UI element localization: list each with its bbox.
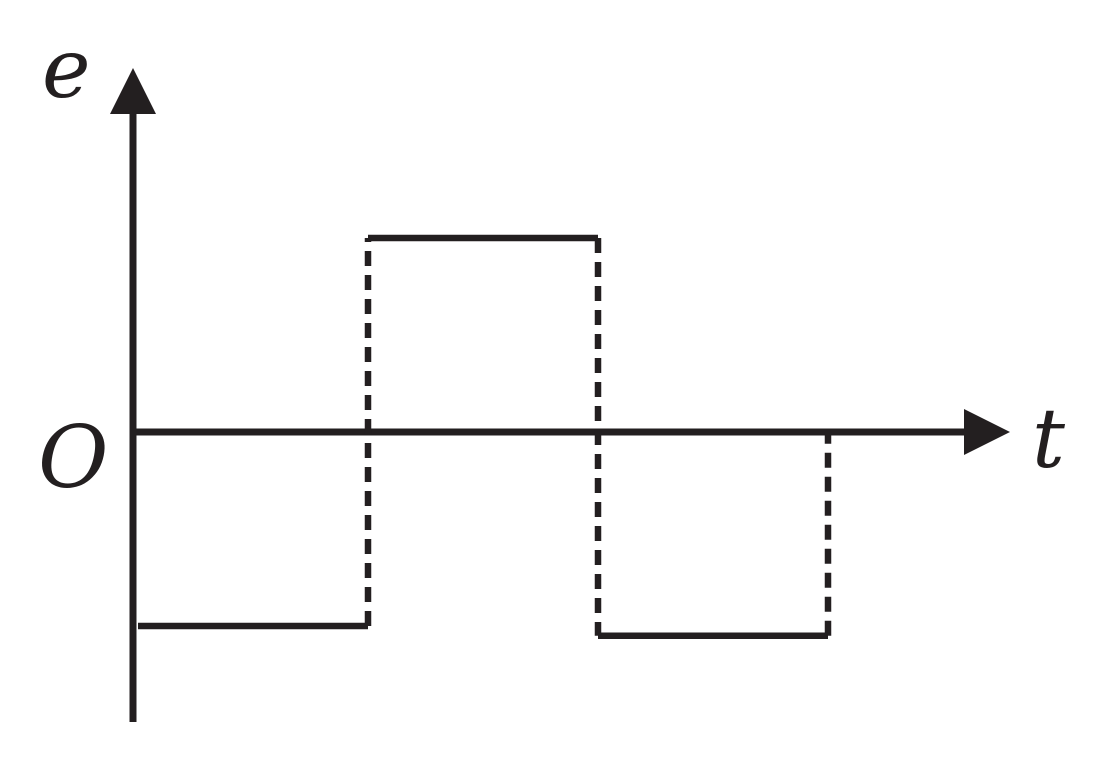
vertical-axis-arrow bbox=[110, 68, 156, 114]
waveform bbox=[138, 234, 832, 639]
origin-label: O bbox=[38, 408, 109, 508]
horizontal-axis-arrow bbox=[964, 409, 1010, 455]
x-axis-label: t bbox=[1032, 392, 1066, 487]
y-axis-label: e bbox=[42, 22, 91, 117]
